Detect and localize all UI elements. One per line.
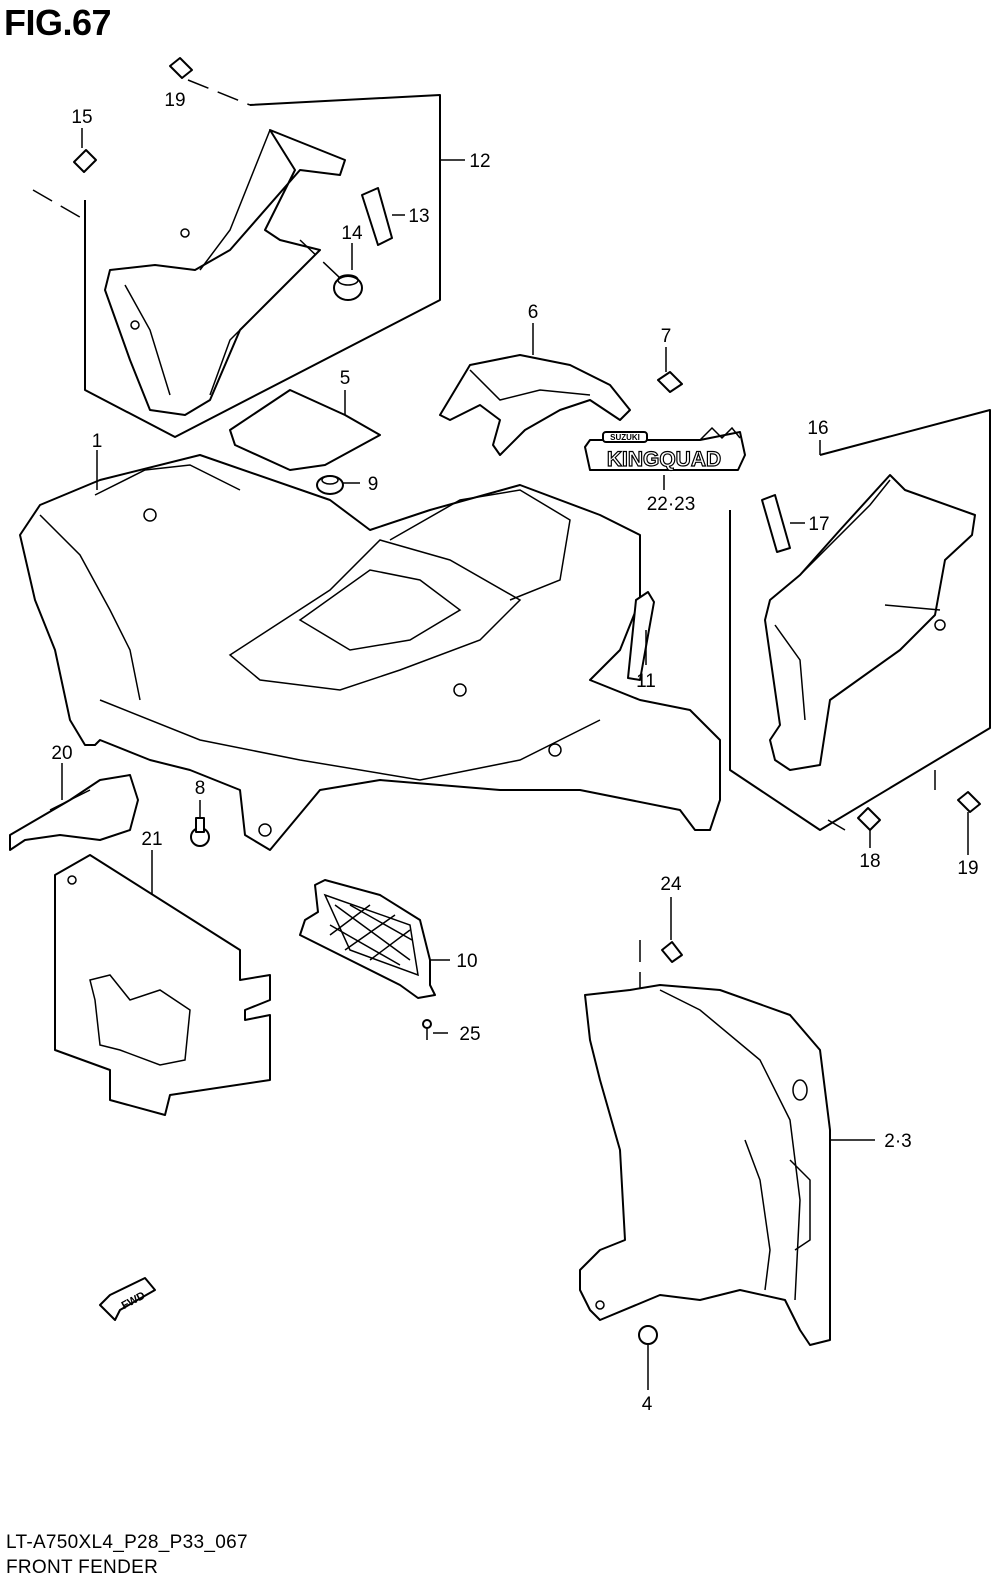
figure-title: FIG.67 (4, 2, 112, 43)
part-4-bolt (638, 1325, 658, 1390)
callout-9: 9 (368, 474, 379, 495)
callout-19-right: 19 (957, 858, 978, 879)
part-24-clip (639, 897, 683, 1010)
callout-21: 21 (141, 829, 162, 850)
callout-4: 4 (642, 1394, 653, 1415)
part-7-clip (657, 347, 683, 393)
callout-labels: 1 2·3 4 5 6 7 8 9 10 11 12 13 14 15 16 1… (51, 90, 978, 1415)
part-18-clip (857, 807, 881, 848)
kingquad-logo-decal: SUZUKI KINGQUAD (584, 426, 746, 490)
callout-19-top: 19 (164, 90, 185, 111)
callout-6: 6 (528, 302, 539, 323)
part-1-front-fender (19, 450, 721, 851)
callout-25: 25 (459, 1024, 480, 1045)
part-14-cushion (299, 239, 363, 301)
logo-brand-text: SUZUKI (610, 433, 640, 442)
part-6-cover (439, 323, 631, 456)
callout-10: 10 (456, 951, 477, 972)
part-5-cover (229, 389, 381, 471)
logo-model-text: KINGQUAD (607, 448, 721, 471)
part-19-clip-top (169, 57, 193, 79)
part-10-grille (299, 879, 450, 999)
callout-2-3: 2·3 (884, 1131, 911, 1152)
figure-subtitle: FRONT FENDER (6, 1557, 159, 1578)
callout-1: 1 (92, 431, 103, 452)
callout-7: 7 (661, 326, 672, 347)
callout-20: 20 (51, 743, 72, 764)
part-13-pad (361, 187, 405, 246)
callout-14: 14 (341, 223, 363, 244)
part-8-bolt (190, 800, 210, 847)
part-17-pad (761, 494, 805, 553)
part-15-clip (73, 128, 97, 173)
callout-8: 8 (195, 778, 206, 799)
part-19-clip-right (957, 791, 981, 855)
part-11-pad (627, 591, 655, 681)
callout-15: 15 (71, 107, 92, 128)
callout-22-23: 22·23 (647, 494, 696, 515)
callout-12: 12 (469, 151, 490, 172)
kit-box-16 (729, 409, 991, 831)
part-25-screw (422, 1019, 448, 1040)
callout-16: 16 (807, 418, 828, 439)
kit-box-12 (32, 79, 465, 438)
callout-13: 13 (408, 206, 429, 227)
callout-17: 17 (808, 514, 829, 535)
callout-24: 24 (660, 874, 682, 895)
drawing-code: LT-A750XL4_P28_P33_067 (6, 1532, 248, 1553)
part-20-guard (9, 763, 139, 851)
part-21-mud-guard (54, 850, 271, 1116)
fwd-arrow-icon: FWD (99, 1277, 156, 1321)
callout-11: 11 (636, 671, 656, 692)
callout-18: 18 (859, 851, 880, 872)
part-9-grommet (316, 475, 360, 495)
part-2-3-inner-fender (579, 984, 875, 1346)
part-12-side-guard (104, 129, 346, 416)
part-16-side-guard (764, 474, 976, 771)
callout-5: 5 (340, 368, 351, 389)
